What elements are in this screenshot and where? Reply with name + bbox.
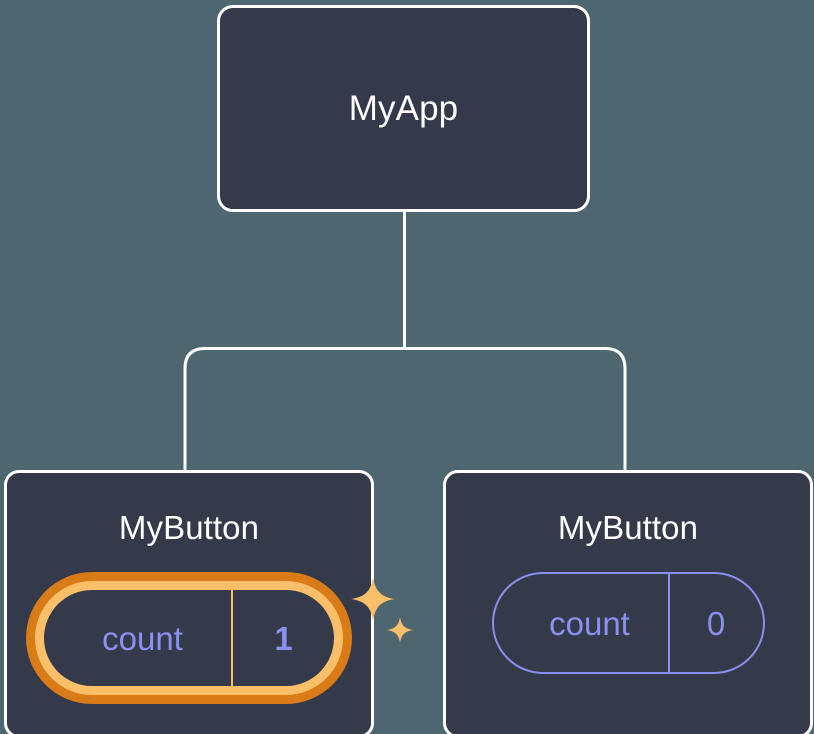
node-myapp-title: MyApp <box>348 89 459 128</box>
node-mybutton-left-title: MyButton <box>118 509 260 546</box>
connector-branch-left <box>183 347 405 470</box>
state-value-count-left: 1 <box>231 590 334 686</box>
state-value-count-right: 0 <box>667 574 763 672</box>
node-mybutton-left[interactable]: MyButton count 1 <box>4 470 413 734</box>
state-pill-core: count 1 <box>44 590 334 686</box>
node-mybutton-right-title: MyButton <box>557 509 699 546</box>
node-mybutton-right[interactable]: MyButton count 0 <box>443 470 813 734</box>
state-key-count-left: count <box>102 619 183 657</box>
state-pill-highlighted[interactable]: count 1 <box>26 572 352 704</box>
state-key-count-right: count <box>549 604 630 642</box>
connector-branch-right <box>404 347 627 470</box>
state-pill-plain[interactable]: count 0 <box>491 572 765 674</box>
state-pill-wrapper-right: count 0 <box>491 572 765 674</box>
sparkle-large-icon <box>350 576 396 622</box>
state-pill-glow-ring: count 1 <box>35 581 343 695</box>
sparkle-small-icon <box>386 616 414 644</box>
state-pill-wrapper-left: count 1 <box>26 572 413 704</box>
node-myapp[interactable]: MyApp <box>217 5 590 212</box>
